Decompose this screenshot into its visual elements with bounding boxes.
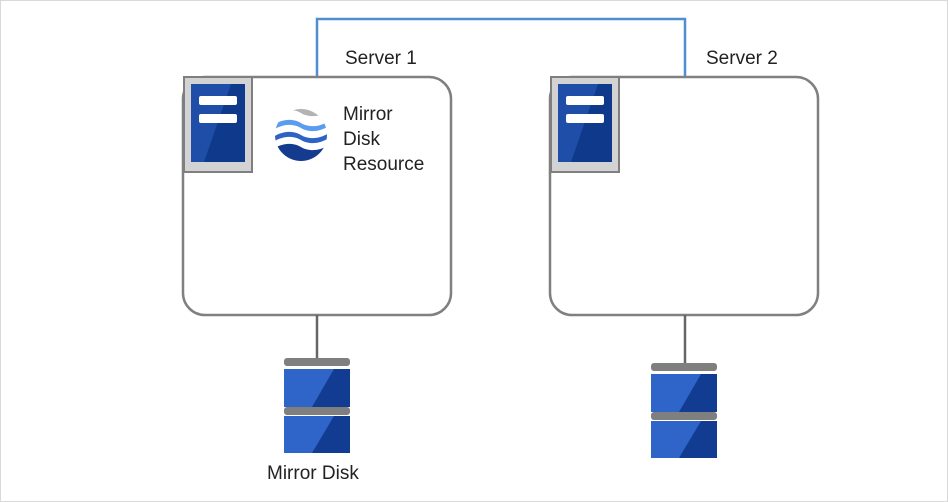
mirror-disk-label: Mirror Disk [267,463,359,484]
server-node-icon [183,76,253,173]
mirror-disk-resource-icon [275,109,327,161]
server-node-icon [550,76,620,173]
disk-icon [284,358,350,453]
mirror-disk-resource-label-line2: Disk [343,129,380,150]
server-1-label: Server 1 [345,48,417,69]
server-2-label: Server 2 [706,48,778,69]
interconnect-line [315,17,687,77]
mirror-disk-resource-label-line3: Resource [343,154,425,175]
disk-icon [651,363,717,458]
mirror-disk-resource-label-line1: Mirror [343,104,393,125]
